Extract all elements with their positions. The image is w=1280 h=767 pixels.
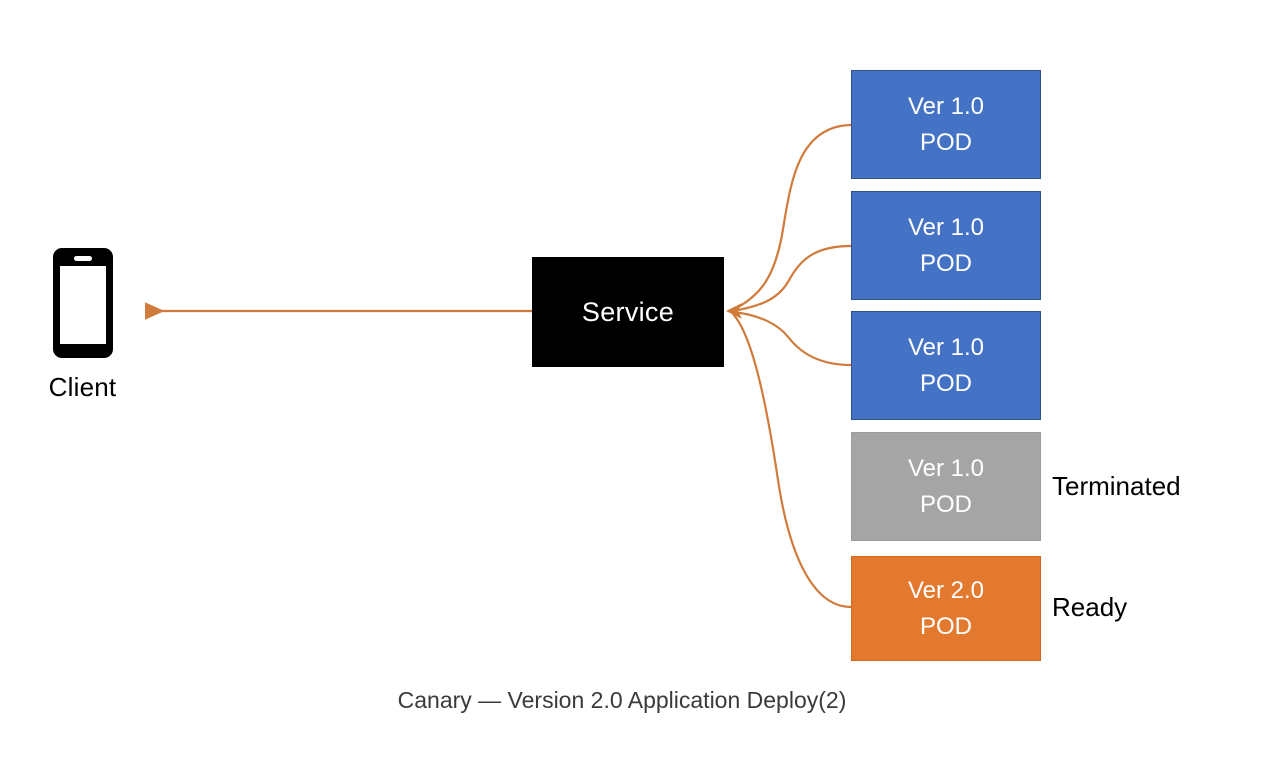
connector-pod-5-to-service [732, 313, 852, 609]
phone-screen [59, 266, 106, 344]
client-group: Client [40, 248, 125, 403]
pod-box-1: Ver 1.0 POD [851, 70, 1041, 179]
pod-type-label: POD [919, 612, 972, 640]
status-label-terminated: Terminated [1052, 471, 1181, 501]
service-label: Service [581, 296, 675, 327]
connector-pod-3-to-service [732, 310, 852, 367]
pod-box-4: Ver 1.0 POD [851, 432, 1041, 541]
status-label-ready: Ready [1052, 592, 1128, 622]
pod-box-2: Ver 1.0 POD [851, 191, 1041, 300]
pod-version-label: Ver 1.0 [907, 454, 985, 482]
pod-type-label: POD [919, 369, 972, 397]
pod-type-label: POD [919, 128, 972, 156]
pod-type-label: POD [919, 249, 972, 277]
diagram-caption: Canary — Version 2.0 Application Deploy(… [397, 687, 847, 713]
pod-version-label: Ver 1.0 [907, 333, 985, 361]
pod-box-3: Ver 1.0 POD [851, 311, 1041, 420]
pod-version-label: Ver 1.0 [907, 92, 985, 120]
client-label: Client [48, 372, 117, 402]
connector-pod-2-to-service [732, 244, 852, 313]
phone-speaker-icon [73, 256, 92, 261]
pod-type-label: POD [919, 490, 972, 518]
mobile-phone-icon [52, 248, 113, 358]
pod-version-label: Ver 1.0 [907, 213, 985, 241]
service-box: Service [532, 257, 724, 367]
pod-box-5: Ver 2.0 POD [851, 556, 1041, 661]
arrowhead-into-service [726, 303, 742, 319]
pod-version-label: Ver 2.0 [907, 576, 985, 604]
connector-pod-1-to-service [732, 123, 852, 311]
